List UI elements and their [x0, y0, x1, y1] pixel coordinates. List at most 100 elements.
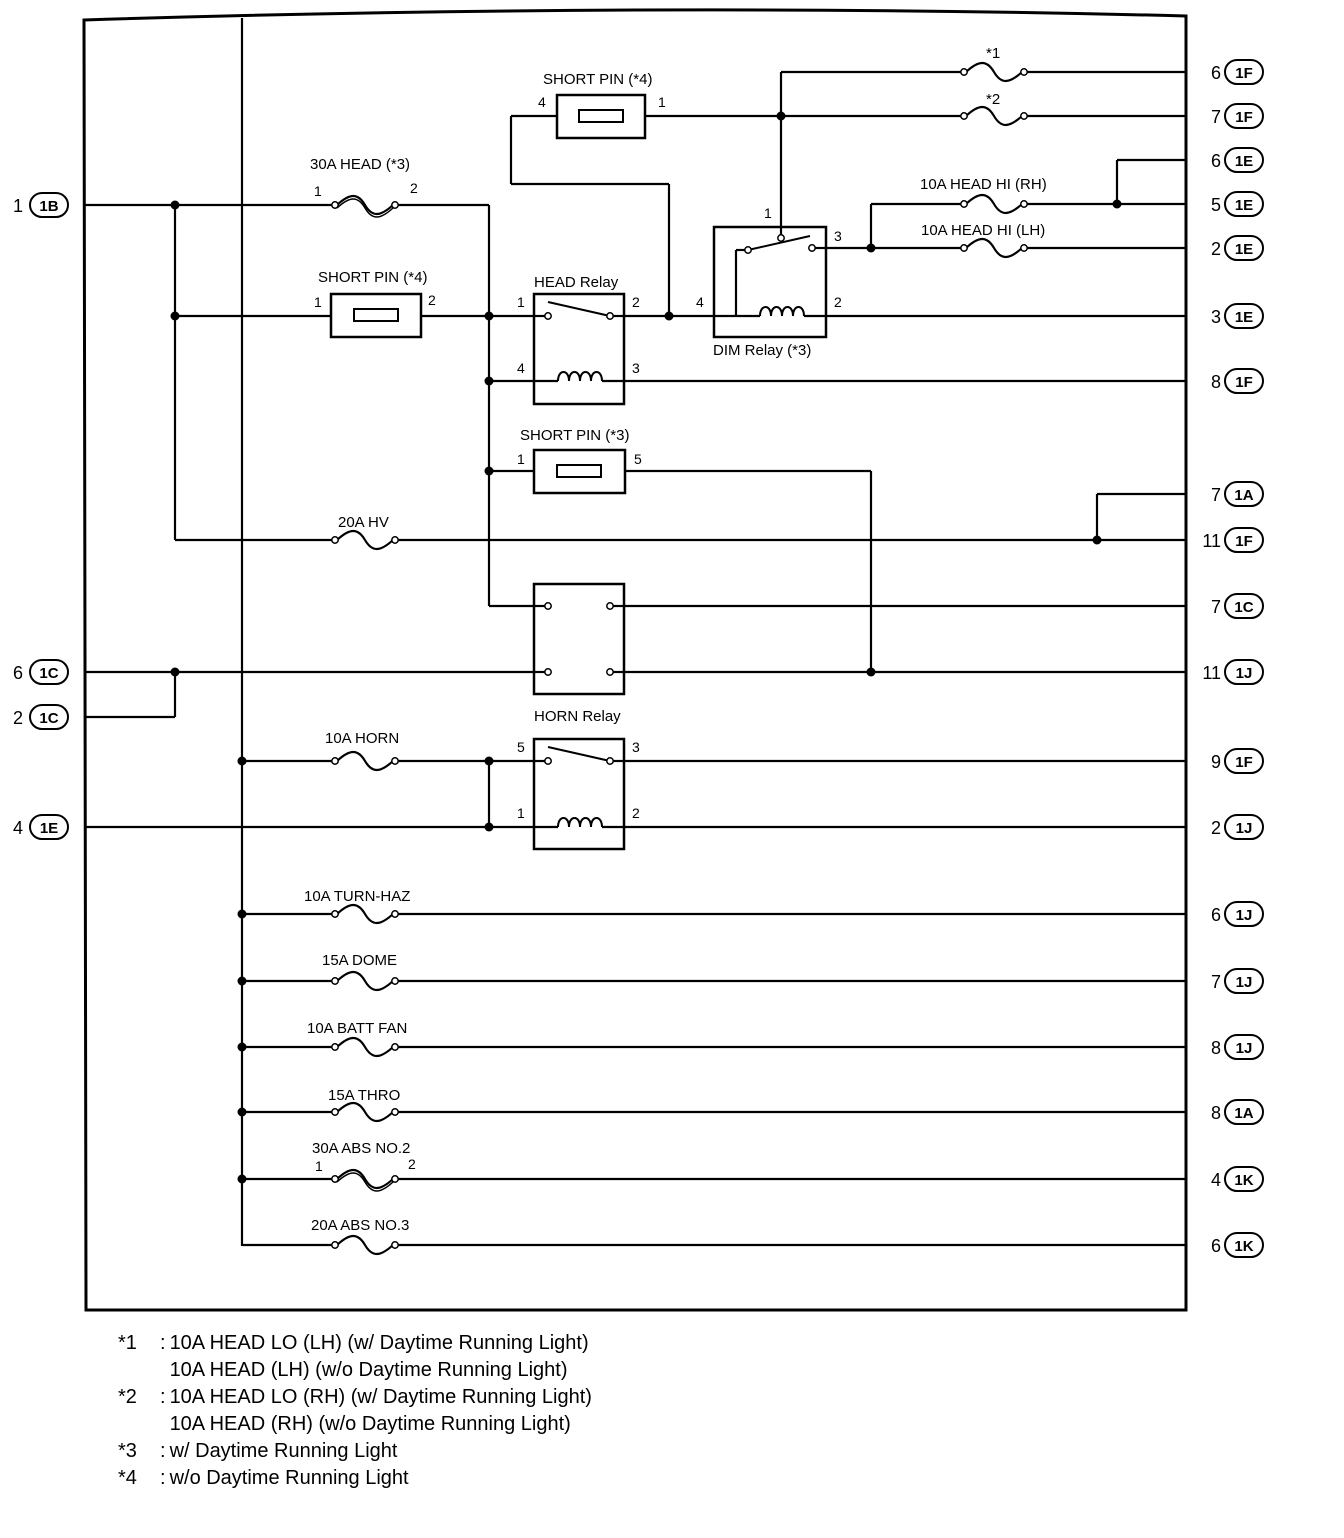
connector-pin-number: 6 [1211, 905, 1221, 925]
pin-head-relay-1: 1 [517, 294, 525, 310]
fuse-15a-dome [331, 970, 399, 992]
pin-short-left-2: 2 [428, 292, 436, 308]
pin-horn-relay-1: 1 [517, 805, 525, 821]
head-relay [532, 292, 626, 406]
connector-right: 6 1K [1211, 1232, 1264, 1258]
connector-pin-number: 8 [1211, 1038, 1221, 1058]
connector-pin-number: 1 [13, 196, 23, 216]
footnote-text: 10A HEAD (LH) (w/o Daytime Running Light… [169, 1359, 568, 1381]
connector-pin-number: 5 [1211, 195, 1221, 215]
connector-pin-number: 2 [1211, 239, 1221, 259]
dim-relay [712, 225, 828, 339]
label-head-hi-lh: 10A HEAD HI (LH) [921, 222, 1045, 239]
footnote-text: 10A HEAD (RH) (w/o Daytime Running Light… [169, 1413, 571, 1435]
pin-abs2-1: 1 [315, 1158, 323, 1174]
label-head-hi-rh: 10A HEAD HI (RH) [920, 176, 1047, 193]
connector-id: 1J [1236, 1040, 1253, 1057]
footnote-separator: : [160, 1332, 166, 1354]
footnote-row: 10A HEAD (LH) (w/o Daytime Running Light… [118, 1357, 818, 1384]
connector-id: 1J [1236, 907, 1253, 924]
connector-right: 2 1E [1211, 235, 1264, 261]
short-pin-top [555, 93, 647, 140]
right-connectors: 6 1F 7 1F 6 1E 5 1E 2 1E 3 1E [1202, 59, 1264, 1258]
connector-pin-number: 11 [1202, 531, 1221, 551]
footnote-text: 10A HEAD LO (RH) (w/ Daytime Running Lig… [169, 1386, 592, 1408]
fuse-star2 [960, 105, 1028, 127]
connector-pin-number: 8 [1211, 372, 1221, 392]
connector-pin-number: 8 [1211, 1103, 1221, 1123]
pin-dim-relay-4: 4 [696, 294, 704, 310]
connector-left: 1 1B [13, 192, 69, 218]
connector-id: 1E [40, 820, 58, 837]
pin-short-top-4: 4 [538, 94, 546, 110]
label-star1: *1 [986, 45, 1000, 62]
connector-right: 8 1F [1211, 368, 1264, 394]
component-labels: 30A HEAD (*3) 20A HV 10A HORN 10A TURN-H… [304, 45, 1047, 1234]
connector-pin-number: 4 [1211, 1170, 1221, 1190]
junction-dots [170, 111, 1122, 1184]
connector-id: 1J [1236, 665, 1253, 682]
left-connectors: 1 1B 6 1C 2 1C 4 1E [13, 192, 69, 840]
fuse-15a-thro [331, 1101, 399, 1123]
connector-pin-number: 6 [1211, 151, 1221, 171]
label-horn-relay: HORN Relay [534, 708, 621, 725]
label-20a-abs-no3: 20A ABS NO.3 [311, 1217, 409, 1234]
connector-id: 1K [1234, 1172, 1253, 1189]
block-frame [82, 8, 1188, 1312]
footnote-row: *2: 10A HEAD LO (RH) (w/ Daytime Running… [118, 1384, 818, 1411]
connector-left: 2 1C [13, 704, 69, 730]
horn-relay [532, 737, 626, 851]
pin-abs2-2: 2 [408, 1156, 416, 1172]
connector-id: 1J [1236, 974, 1253, 991]
connector-id: 1C [1234, 599, 1253, 616]
label-15a-thro: 15A THRO [328, 1087, 400, 1104]
fuse-10a-head-hi-rh [960, 193, 1028, 215]
fuse-30a-head [331, 194, 399, 218]
pin-short-mid-5: 5 [634, 451, 642, 467]
footnote-key: *4 [118, 1467, 137, 1489]
short-pin-left [329, 292, 423, 339]
pin-head-relay-3: 3 [632, 360, 640, 376]
connector-right: 6 1F [1211, 59, 1264, 85]
connector-right: 7 1A [1211, 481, 1264, 507]
connector-id: 1C [39, 665, 58, 682]
connector-id: 1F [1235, 109, 1253, 126]
connector-pin-number: 7 [1211, 972, 1221, 992]
pin-horn-relay-2: 2 [632, 805, 640, 821]
fuse-10a-head-hi-lh [960, 237, 1028, 259]
label-short-pin-top: SHORT PIN (*4) [543, 71, 652, 88]
connector-right: 7 1F [1211, 103, 1264, 129]
connector-right: 3 1E [1211, 303, 1264, 329]
connector-pin-number: 7 [1211, 485, 1221, 505]
connector-right: 2 1J [1211, 814, 1264, 840]
label-short-pin-mid: SHORT PIN (*3) [520, 427, 629, 444]
footnote-separator: : [160, 1467, 166, 1489]
connector-id: 1C [39, 710, 58, 727]
footnote-text: w/o Daytime Running Light [169, 1467, 409, 1489]
label-30a-head: 30A HEAD (*3) [310, 156, 410, 173]
connector-pin-number: 6 [13, 663, 23, 683]
label-head-relay: HEAD Relay [534, 274, 619, 291]
pin-short-top-1: 1 [658, 94, 666, 110]
connector-right: 7 1J [1211, 968, 1264, 994]
footnote-separator: : [160, 1440, 166, 1462]
footnote-key: *1 [118, 1332, 137, 1354]
pin-head-relay-4: 4 [517, 360, 525, 376]
label-30a-abs-no2: 30A ABS NO.2 [312, 1140, 410, 1157]
footnote-row: 10A HEAD (RH) (w/o Daytime Running Light… [118, 1411, 818, 1438]
footnote-text: 10A HEAD LO (LH) (w/ Daytime Running Lig… [169, 1332, 589, 1354]
fuse-10a-horn [331, 750, 399, 772]
connector-right: 7 1C [1211, 593, 1264, 619]
connector-pin-number: 2 [1211, 818, 1221, 838]
connector-id: 1F [1235, 65, 1253, 82]
connector-right: 6 1E [1211, 147, 1264, 173]
pin-dim-relay-1: 1 [764, 205, 772, 221]
connector-pin-number: 6 [1211, 63, 1221, 83]
footnotes: *1: 10A HEAD LO (LH) (w/ Daytime Running… [118, 1330, 818, 1492]
pin-numbers: 1 2 1 2 4 1 1 2 4 3 4 1 3 2 1 5 5 3 1 2 … [314, 94, 842, 1174]
footnote-row: *3: w/ Daytime Running Light [118, 1438, 818, 1465]
pin-30a-head-1: 1 [314, 183, 322, 199]
connector-id: 1A [1234, 487, 1253, 504]
connector-pin-number: 11 [1202, 663, 1221, 683]
